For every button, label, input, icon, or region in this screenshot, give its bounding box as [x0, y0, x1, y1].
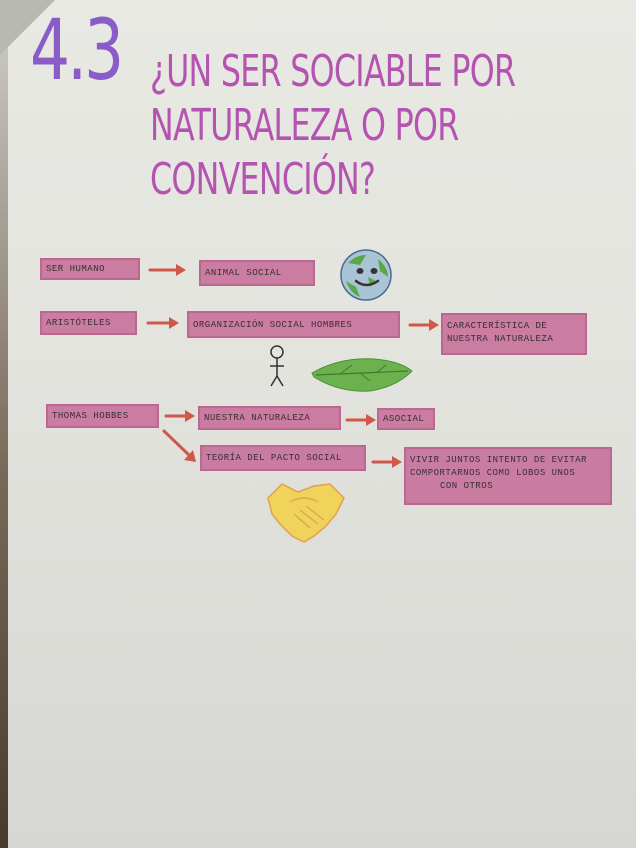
- corner-shadow: [0, 0, 55, 55]
- box-thomas-hobbes: THOMAS HOBBES: [46, 404, 159, 428]
- box-asocial: ASOCIAL: [377, 408, 435, 430]
- page-title: ¿UN SER SOCIABLE POR NATURALEZA O POR CO…: [150, 45, 516, 207]
- arrow-icon: [146, 317, 179, 329]
- title-line-1: ¿UN SER SOCIABLE POR: [150, 46, 516, 97]
- box-organizacion-social: ORGANIZACIÓN SOCIAL HOMBRES: [187, 311, 400, 338]
- arrow-icon: [371, 456, 402, 468]
- box-line: NUESTRA NATURALEZA: [447, 334, 554, 344]
- box-teoria-pacto-social: TEORÍA DEL PACTO SOCIAL: [200, 445, 366, 471]
- arrow-icon: [148, 264, 186, 276]
- box-aristoteles: ARISTÓTELES: [40, 311, 137, 335]
- box-caracteristica-naturaleza: CARACTERÍSTICA DE NUESTRA NATURALEZA: [441, 313, 587, 355]
- smiling-earth-icon: [340, 249, 392, 301]
- box-animal-social: ANIMAL SOCIAL: [199, 260, 315, 286]
- box-line: CARACTERÍSTICA DE: [447, 321, 548, 331]
- background-edge: [0, 0, 8, 848]
- box-line: CON OTROS: [440, 481, 494, 491]
- title-line-2: NATURALEZA O POR: [150, 100, 459, 151]
- box-vivir-juntos: VIVIR JUNTOS INTENTO DE EVITAR COMPORTAR…: [404, 447, 612, 505]
- box-nuestra-naturaleza: NUESTRA NATURALEZA: [198, 406, 341, 430]
- section-number: 4.3: [30, 1, 124, 99]
- box-line: VIVIR JUNTOS INTENTO DE EVITAR: [410, 455, 588, 465]
- diagonal-arrow-icon: [162, 429, 196, 462]
- arrow-icon: [408, 319, 439, 331]
- box-line: COMPORTARNOS COMO LOBOS UNOS: [410, 468, 576, 478]
- stick-figure-icon: [270, 345, 284, 387]
- title-line-3: CONVENCIÓN?: [150, 154, 376, 205]
- arrow-icon: [164, 410, 195, 422]
- handshake-icon: [267, 483, 345, 543]
- box-ser-humano: SER HUMANO: [40, 258, 140, 280]
- arrow-icon: [345, 414, 376, 426]
- leaf-icon: [311, 358, 413, 392]
